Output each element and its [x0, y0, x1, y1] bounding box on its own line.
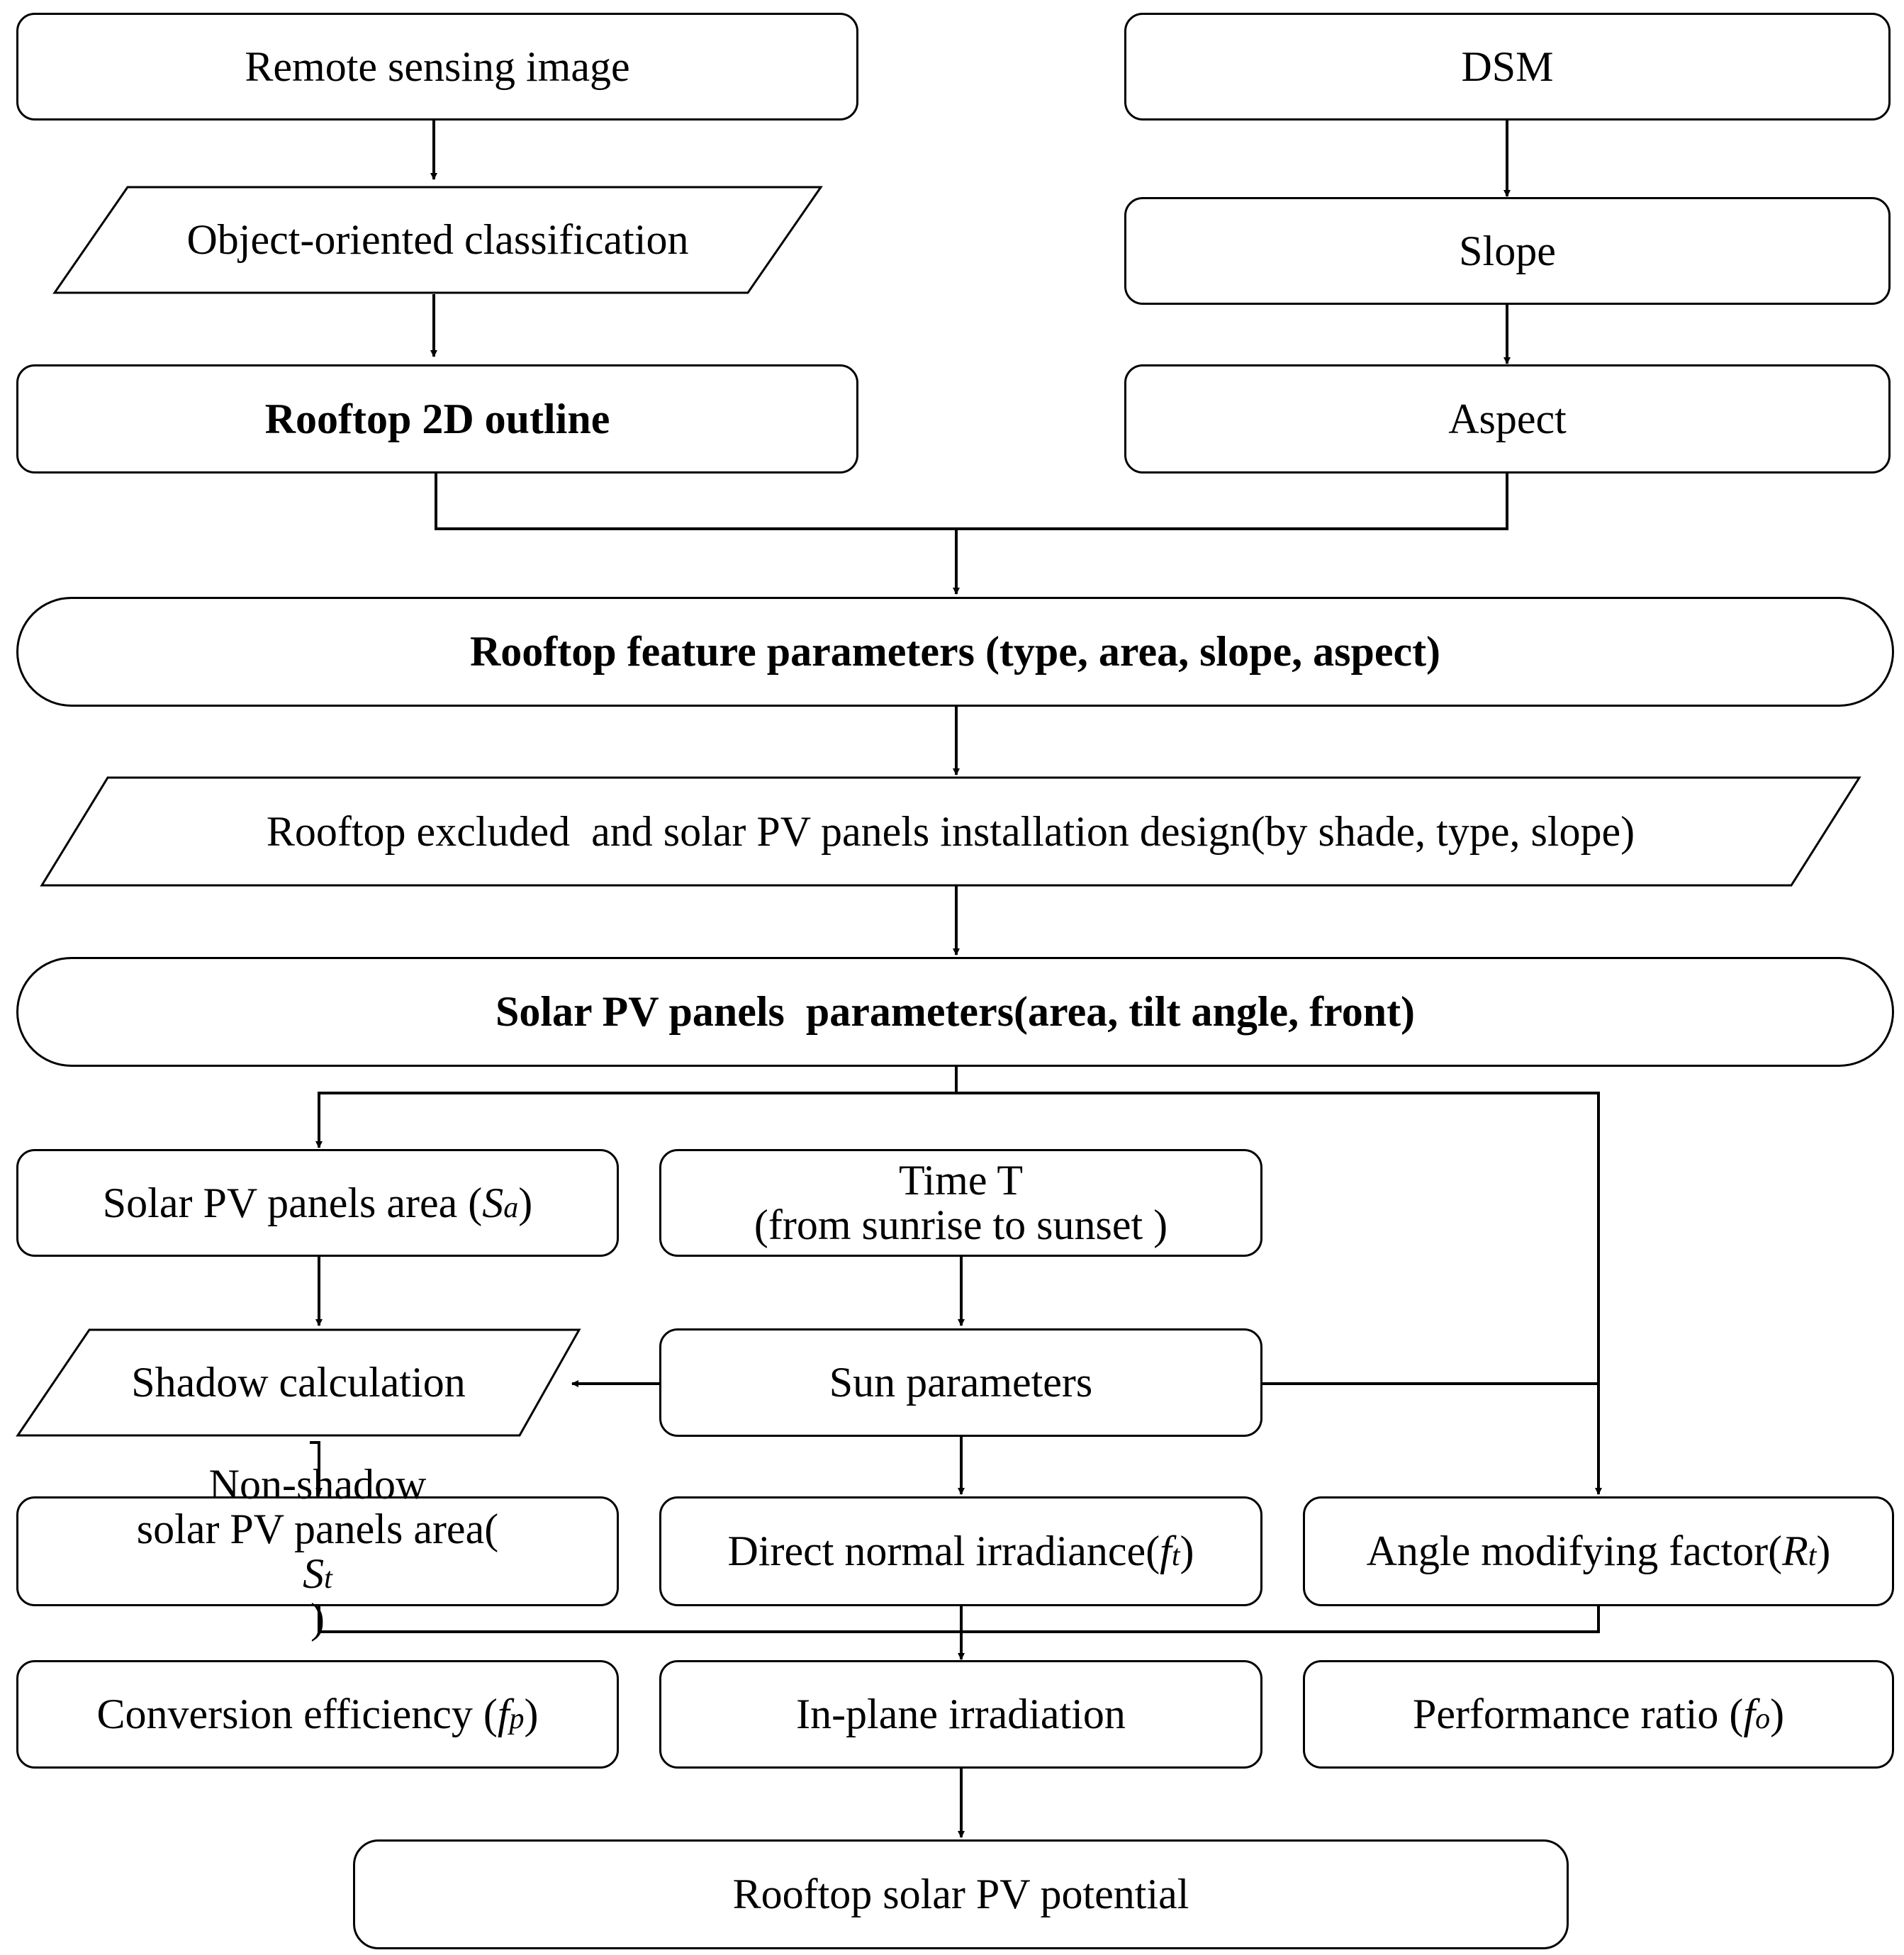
aspect-box: Aspect	[1124, 364, 1891, 474]
time-t-box: Time T (from sunrise to sunset )	[659, 1149, 1262, 1257]
angle-modifying-factor-label: Angle modifying factor(Rt)	[1366, 1528, 1831, 1574]
connector-pv-params-branch	[315, 1067, 958, 1148]
solar-pv-panels-area-label: Solar PV panels area (Sa)	[102, 1179, 533, 1226]
rooftop-excluded-design-label: Rooftop excluded and solar PV panels ins…	[266, 807, 1635, 855]
non-shadow-area-box: Non-shadow solar PV panels area(St)	[16, 1462, 619, 1640]
remote-sensing-image-label: Remote sensing image	[245, 43, 630, 90]
connector-pv-params-right	[956, 1092, 1602, 1495]
rooftop-solar-pv-potential-label: Rooftop solar PV potential	[732, 1871, 1189, 1917]
time-t-line2: (from sunrise to sunset )	[754, 1201, 1168, 1248]
parallelogram-shape	[40, 776, 1861, 887]
angle-modifying-factor-box: Angle modifying factor(Rt)	[1303, 1496, 1894, 1606]
solar-pv-panels-parameters-box: Solar PV panels parameters(area, tilt an…	[16, 957, 1894, 1067]
performance-ratio-box: Performance ratio (fo)	[1303, 1660, 1894, 1769]
conversion-efficiency-box: Conversion efficiency (fp)	[16, 1660, 619, 1769]
non-shadow-area-label: Non-shadow solar PV panels area(St)	[137, 1462, 498, 1641]
time-t-label: Time T (from sunrise to sunset )	[754, 1158, 1167, 1248]
in-plane-irradiation-label: In-plane irradiation	[796, 1691, 1126, 1737]
sun-parameters-box: Sun parameters	[659, 1328, 1262, 1437]
in-plane-irradiation-box: In-plane irradiation	[659, 1660, 1262, 1769]
parallelogram-shape	[52, 186, 823, 294]
rooftop-2d-outline-box: Rooftop 2D outline	[16, 364, 858, 474]
direct-normal-irradiance-label: Direct normal irradiance(ft)	[727, 1528, 1194, 1574]
sun-parameters-label: Sun parameters	[829, 1359, 1093, 1406]
direct-normal-irradiance-box: Direct normal irradiance(ft)	[659, 1496, 1262, 1606]
rooftop-feature-parameters-label: Rooftop feature parameters (type, area, …	[469, 628, 1441, 675]
time-t-line1: Time T	[898, 1157, 1024, 1204]
rooftop-solar-pv-potential-box: Rooftop solar PV potential	[353, 1839, 1569, 1949]
aspect-label: Aspect	[1448, 395, 1567, 442]
conversion-efficiency-label: Conversion efficiency (fp)	[96, 1691, 539, 1737]
parallelogram-shape	[16, 1328, 581, 1437]
slope-box: Slope	[1124, 197, 1891, 305]
performance-ratio-label: Performance ratio (fo)	[1412, 1691, 1785, 1737]
slope-label: Slope	[1459, 227, 1556, 274]
shadow-calculation-label: Shadow calculation	[131, 1359, 466, 1406]
rooftop-excluded-design-box: Rooftop excluded and solar PV panels ins…	[40, 776, 1861, 887]
non-shadow-line2: solar PV panels area(St)	[136, 1505, 499, 1642]
dsm-label: DSM	[1461, 43, 1554, 90]
rooftop-2d-outline-label: Rooftop 2D outline	[264, 395, 610, 442]
arrow-shadow-to-nonshadow	[310, 1441, 323, 1495]
non-shadow-line1: Non-shadow	[208, 1460, 427, 1508]
shadow-calculation-box: Shadow calculation	[16, 1328, 581, 1437]
solar-pv-panels-parameters-label: Solar PV panels parameters(area, tilt an…	[495, 988, 1416, 1035]
solar-pv-panels-area-box: Solar PV panels area (Sa)	[16, 1149, 619, 1257]
object-oriented-classification-label: Object-oriented classification	[186, 216, 689, 263]
object-oriented-classification-box: Object-oriented classification	[52, 186, 823, 294]
connector-outline-aspect-merge	[435, 474, 1508, 530]
remote-sensing-image-box: Remote sensing image	[16, 13, 858, 121]
connector-row-merge	[318, 1606, 1600, 1633]
dsm-box: DSM	[1124, 13, 1891, 121]
rooftop-feature-parameters-box: Rooftop feature parameters (type, area, …	[16, 597, 1894, 707]
